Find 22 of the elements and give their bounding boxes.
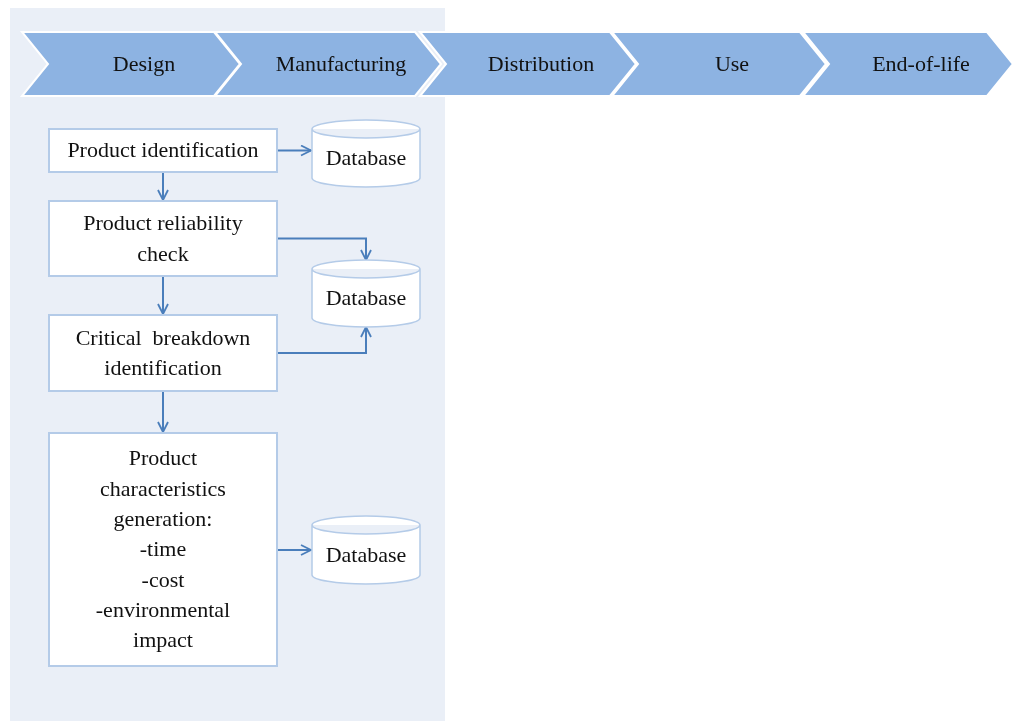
arrow	[277, 144, 312, 157]
box-text: Product identification	[66, 136, 260, 165]
process-box	[48, 200, 278, 277]
arrow	[157, 276, 169, 315]
box-text: Product characteristics generation:	[99, 444, 227, 533]
step-label: End-of-life	[872, 49, 970, 78]
arrow	[277, 544, 312, 556]
arrow	[277, 237, 372, 261]
arrow	[157, 172, 169, 201]
box-text: -time	[139, 535, 187, 564]
box-text: Product reliability check	[82, 209, 244, 268]
database-label: Database	[325, 540, 407, 569]
process-box	[48, 128, 278, 173]
database-label: Database	[325, 144, 407, 173]
process-box	[48, 314, 278, 392]
database-label: Database	[325, 284, 407, 313]
box-text: -environmental impact	[94, 596, 232, 655]
box-text: Critical breakdown identification	[74, 323, 252, 382]
box-text: -cost	[141, 565, 185, 594]
arrow	[277, 326, 372, 354]
process-box	[48, 432, 278, 667]
arrow	[157, 391, 169, 433]
